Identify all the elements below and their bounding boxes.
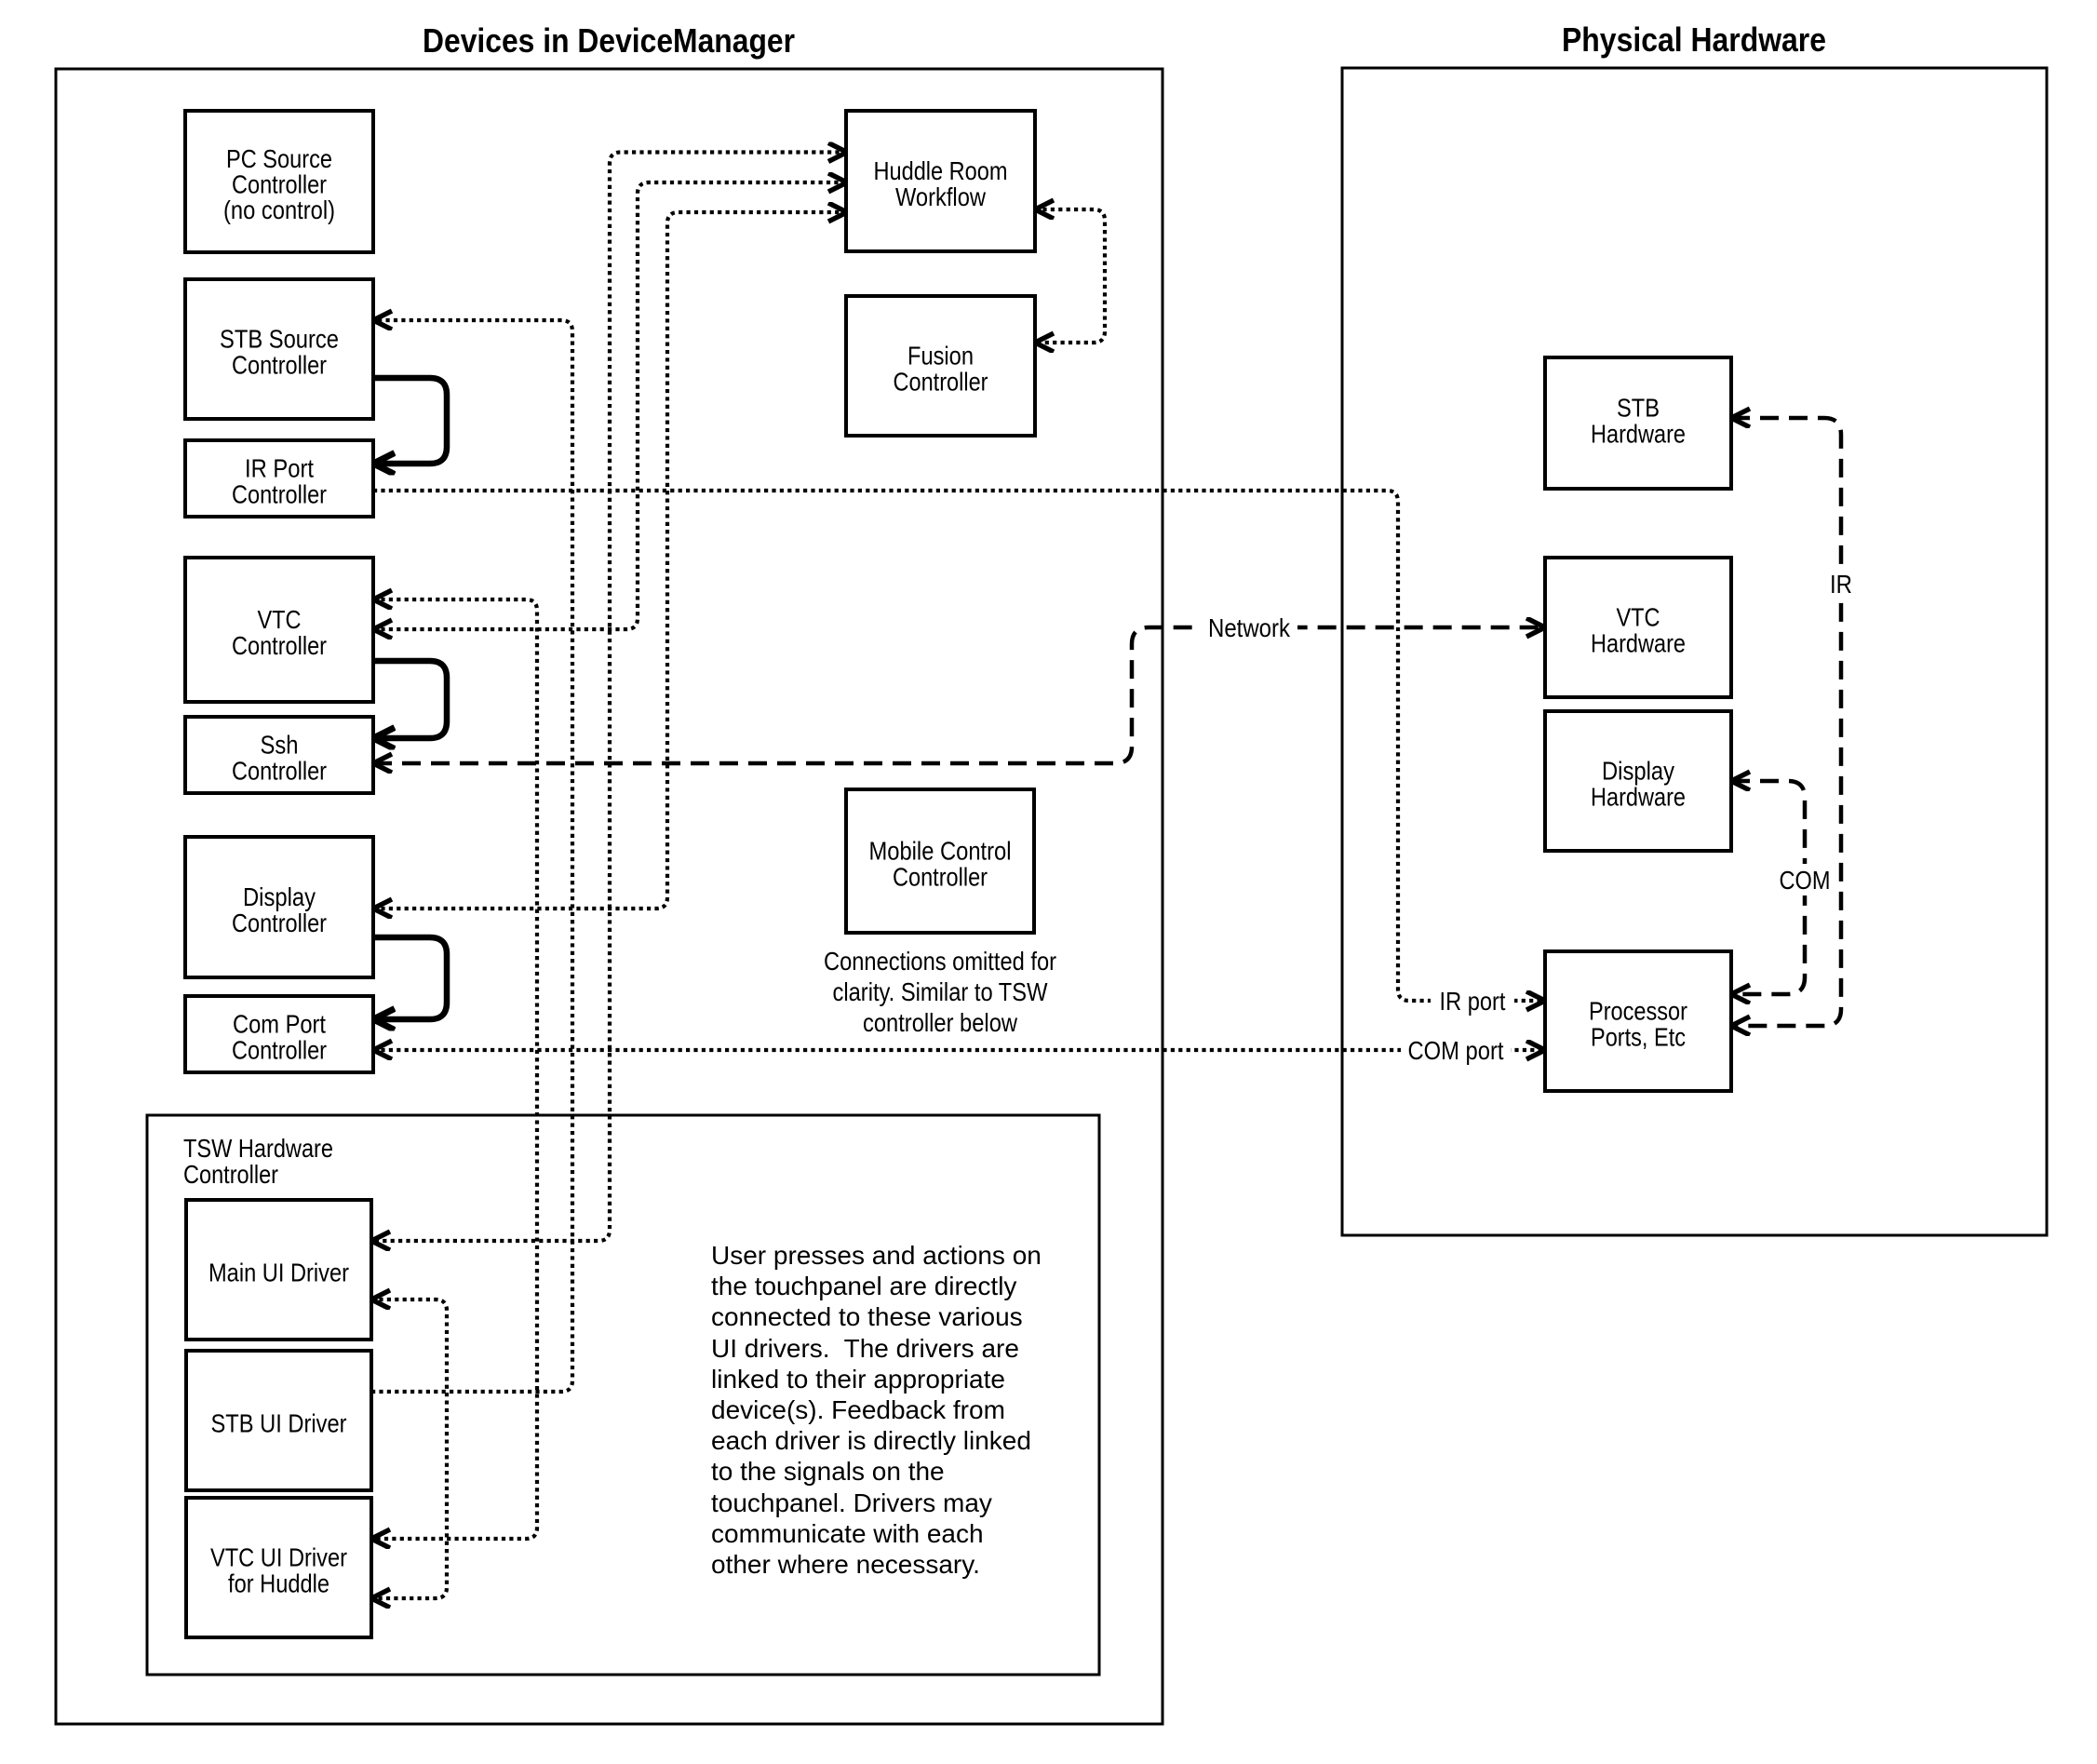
svg-text:Controller: Controller — [232, 350, 327, 379]
svg-text:Fusion: Fusion — [907, 342, 974, 370]
svg-text:Controller: Controller — [894, 367, 988, 396]
svg-text:the touchpanel are directly: the touchpanel are directly — [711, 1272, 1016, 1300]
svg-text:STB Source: STB Source — [220, 325, 339, 354]
svg-text:Network: Network — [1208, 613, 1291, 642]
svg-text:clarity. Similar to TSW: clarity. Similar to TSW — [833, 977, 1048, 1006]
svg-text:IR: IR — [1830, 570, 1852, 599]
svg-text:COM port: COM port — [1408, 1036, 1504, 1065]
svg-text:Hardware: Hardware — [1591, 419, 1686, 448]
svg-text:for Huddle: for Huddle — [228, 1569, 329, 1597]
svg-text:Display: Display — [1602, 757, 1674, 786]
svg-text:Main UI Driver: Main UI Driver — [208, 1259, 349, 1287]
svg-text:Workflow: Workflow — [895, 182, 987, 211]
svg-text:Ssh: Ssh — [261, 731, 299, 760]
svg-text:Controller: Controller — [232, 1035, 327, 1064]
svg-text:Controller: Controller — [232, 909, 327, 937]
svg-text:Controller: Controller — [232, 170, 327, 199]
svg-text:Devices in DeviceManager: Devices in DeviceManager — [423, 21, 795, 60]
svg-text:TSW Hardware: TSW Hardware — [183, 1134, 333, 1163]
svg-text:Controller: Controller — [232, 756, 327, 785]
svg-text:Controller: Controller — [893, 862, 988, 891]
svg-text:Controller: Controller — [232, 631, 327, 660]
svg-text:Connections omitted for: Connections omitted for — [824, 947, 1056, 976]
svg-text:other where necessary.: other where necessary. — [711, 1550, 980, 1579]
svg-text:IR port: IR port — [1440, 987, 1506, 1016]
svg-text:PC Source: PC Source — [226, 144, 332, 173]
svg-text:communicate with each: communicate with each — [711, 1519, 984, 1548]
svg-text:VTC: VTC — [258, 605, 302, 634]
svg-text:Huddle Room: Huddle Room — [874, 156, 1008, 185]
svg-text:Ports, Etc: Ports, Etc — [1591, 1022, 1686, 1051]
svg-text:connected to these various: connected to these various — [711, 1302, 1023, 1331]
svg-text:VTC: VTC — [1617, 603, 1660, 632]
svg-text:VTC UI Driver: VTC UI Driver — [210, 1543, 347, 1572]
svg-text:linked to their appropriate: linked to their appropriate — [711, 1365, 1005, 1394]
svg-text:COM: COM — [1780, 866, 1831, 895]
svg-text:device(s). Feedback from: device(s). Feedback from — [711, 1395, 1005, 1424]
svg-text:Controller: Controller — [232, 479, 327, 508]
svg-text:Processor: Processor — [1589, 997, 1687, 1026]
svg-text:User presses and actions on: User presses and actions on — [711, 1241, 1042, 1270]
svg-text:IR Port: IR Port — [245, 454, 314, 483]
svg-text:each driver is directly linked: each driver is directly linked — [711, 1426, 1031, 1455]
svg-text:to the signals on the: to the signals on the — [711, 1457, 945, 1486]
svg-text:UI drivers. The drivers are: UI drivers. The drivers are — [711, 1334, 1019, 1363]
svg-text:Controller: Controller — [183, 1160, 278, 1189]
svg-text:Com Port: Com Port — [233, 1010, 326, 1039]
svg-text:STB: STB — [1617, 394, 1660, 423]
svg-text:touchpanel. Drivers may: touchpanel. Drivers may — [711, 1488, 992, 1517]
svg-text:STB UI Driver: STB UI Driver — [211, 1409, 347, 1438]
svg-text:controller below: controller below — [863, 1008, 1018, 1037]
svg-text:Display: Display — [243, 882, 316, 911]
svg-text:(no control): (no control) — [223, 195, 335, 224]
svg-text:Mobile Control: Mobile Control — [869, 837, 1012, 866]
svg-text:Hardware: Hardware — [1591, 628, 1686, 657]
svg-text:Hardware: Hardware — [1591, 782, 1686, 811]
svg-text:Physical Hardware: Physical Hardware — [1562, 20, 1826, 59]
